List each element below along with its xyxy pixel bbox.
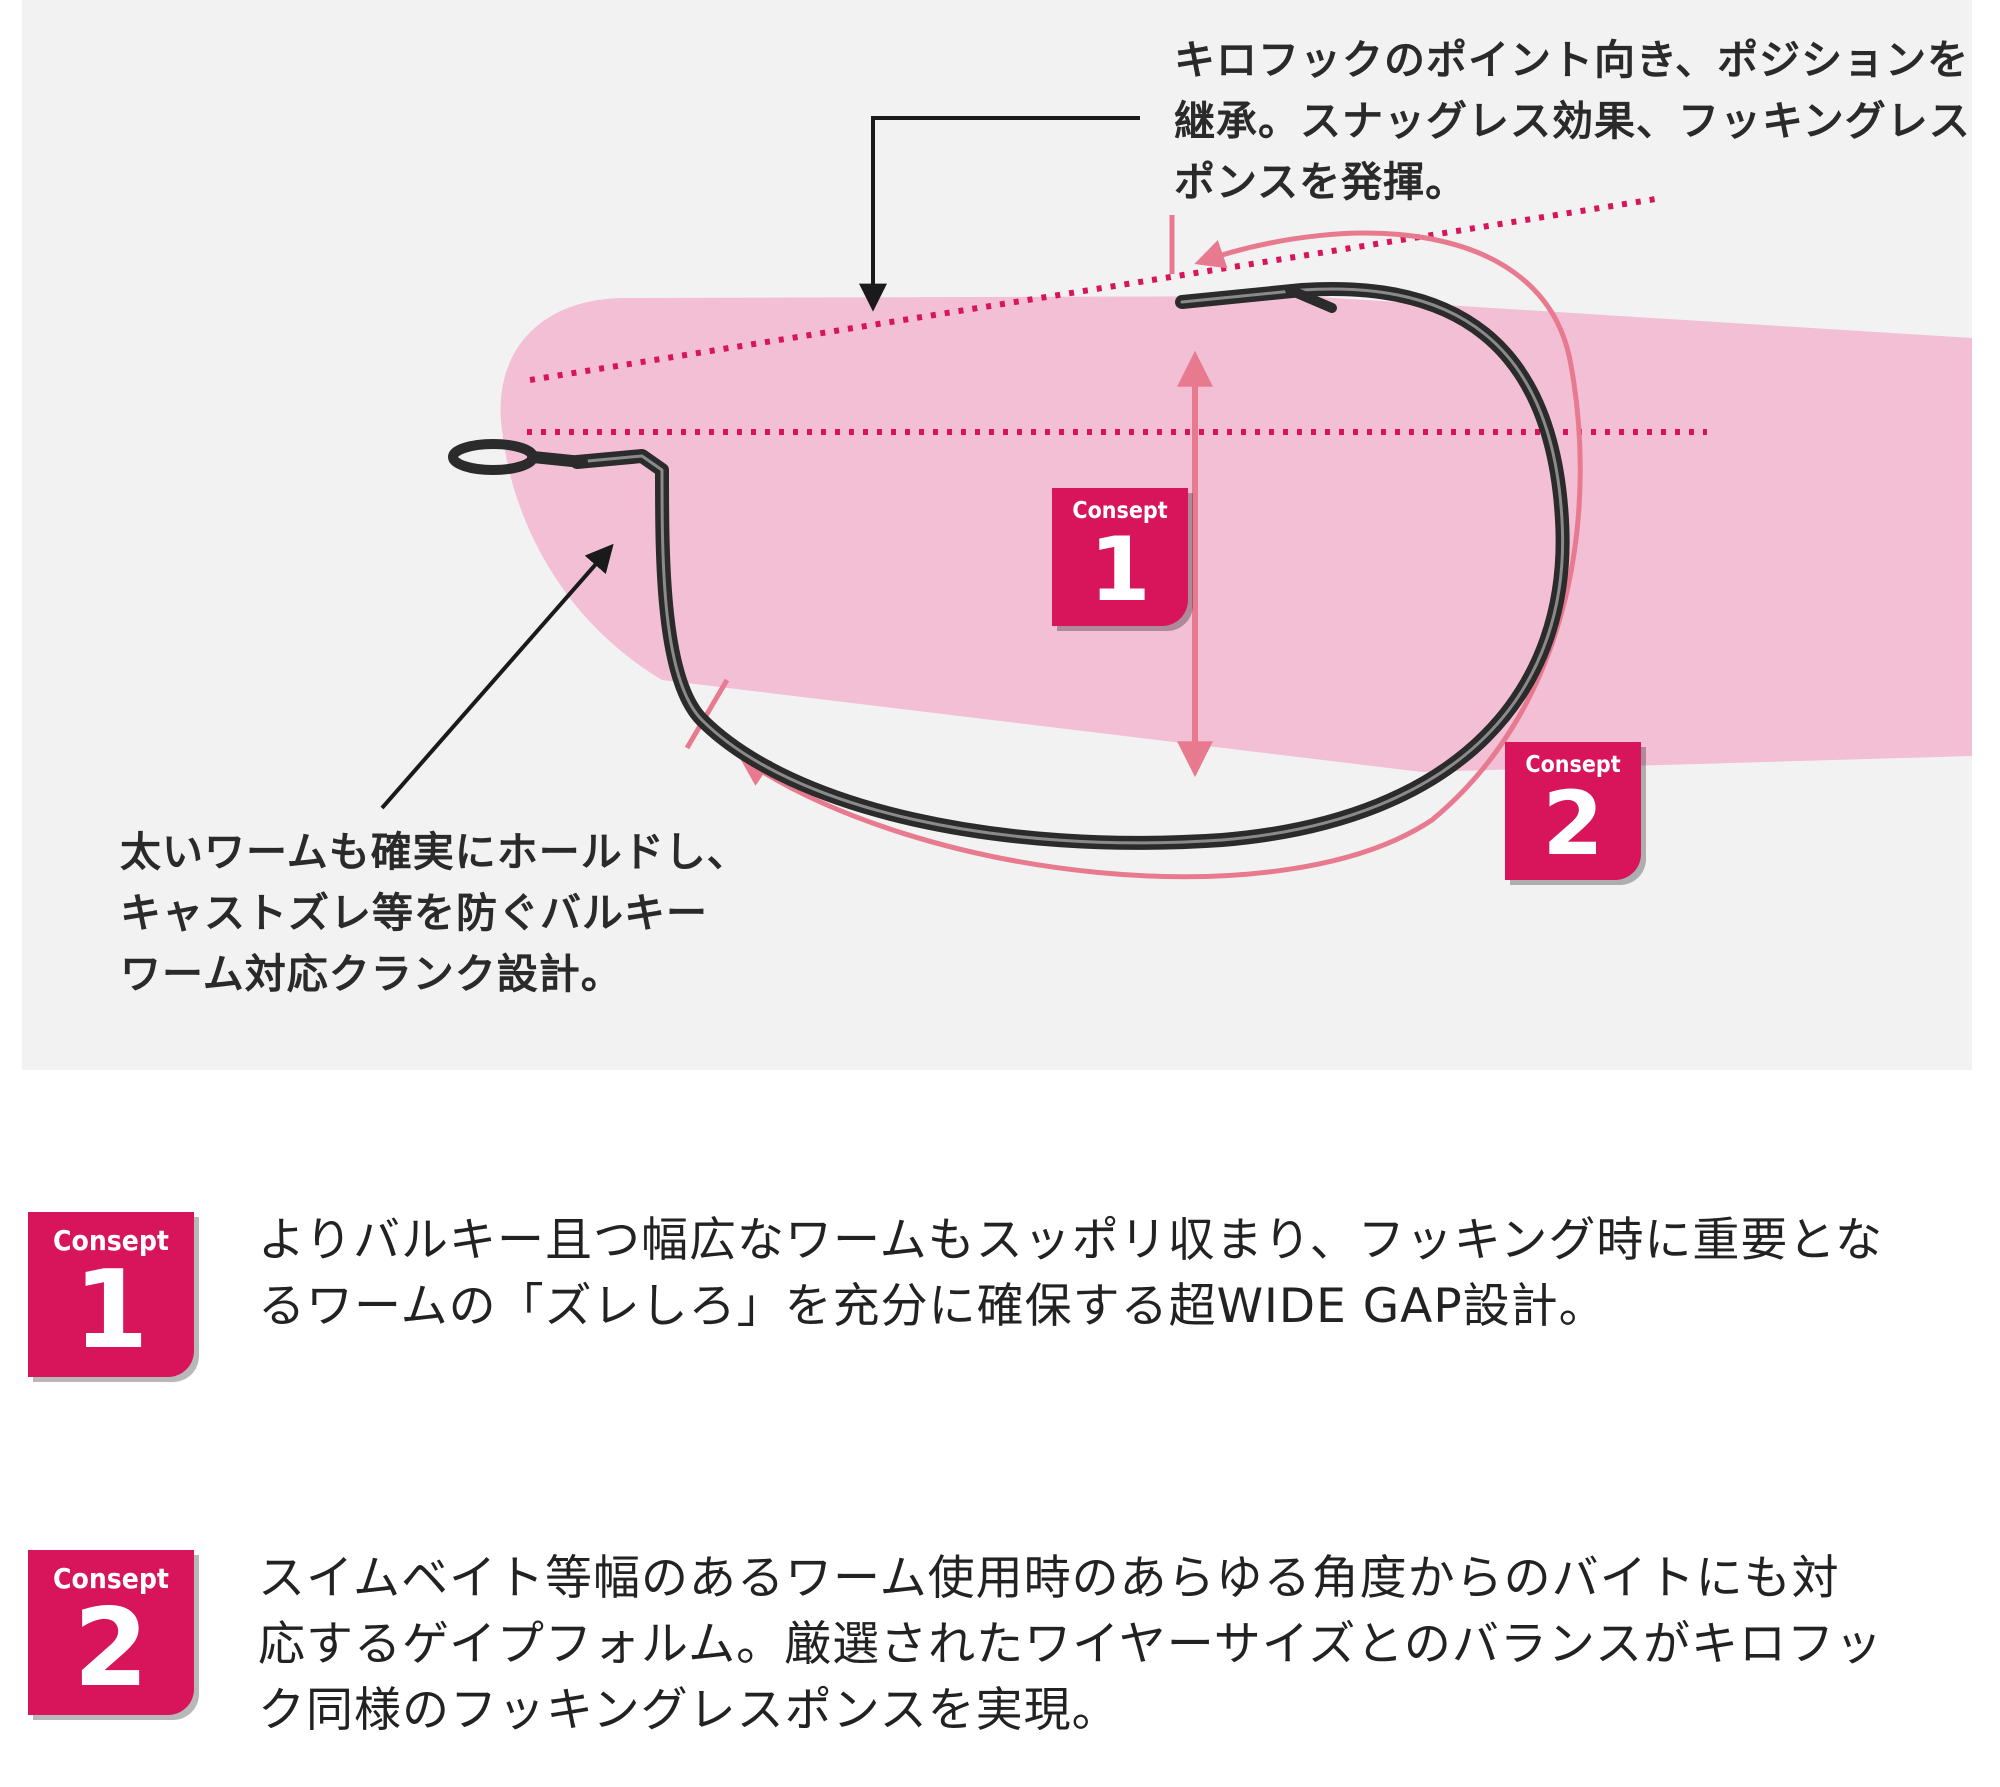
- concept-2-text: スイムベイト等幅のあるワーム使用時のあらゆる角度からのバイトにも対 応するゲイプ…: [258, 1551, 1883, 1738]
- badge-number: 2: [1542, 772, 1604, 875]
- concept-1-text: よりバルキー且つ幅広なワームもスッポリ収まり、フッキング時に重要とな るワームの…: [258, 1213, 1883, 1334]
- worm-shape: [500, 296, 1972, 772]
- point-guide-line: [529, 195, 1663, 383]
- badge-word: Consept: [53, 1224, 169, 1257]
- bottom-callout-arrow: [380, 543, 614, 810]
- hook: [448, 282, 1570, 850]
- hook-diagram-panel: キロフックのポイント向き、ポジションを 継承。スナッグレス効果、フッキングレス …: [22, 0, 1972, 1070]
- badge-word: Consept: [53, 1562, 169, 1595]
- badge-word: Consept: [1525, 752, 1621, 778]
- diagram-concept-1-badge: Consept 1: [1052, 488, 1188, 626]
- concept-2-badge: Consept 2: [28, 1550, 194, 1715]
- top-callout-arrow: [859, 116, 1140, 312]
- badge-word: Consept: [1072, 498, 1168, 524]
- concept-1-badge: Consept 1: [28, 1212, 194, 1377]
- diagram-concept-2-badge: Consept 2: [1505, 742, 1641, 880]
- badge-number: 2: [73, 1586, 149, 1711]
- shank-tick: [684, 678, 730, 750]
- hook-diagram: [380, 116, 1972, 880]
- top-callout-text: キロフックのポイント向き、ポジションを 継承。スナッグレス効果、フッキングレス …: [1174, 36, 1971, 206]
- badge-number: 1: [73, 1248, 149, 1373]
- badge-number: 1: [1089, 518, 1151, 621]
- bottom-callout-text: 太いワームも確実にホールドし、 キャストズレ等を防ぐバルキー ワーム対応クランク…: [120, 828, 749, 998]
